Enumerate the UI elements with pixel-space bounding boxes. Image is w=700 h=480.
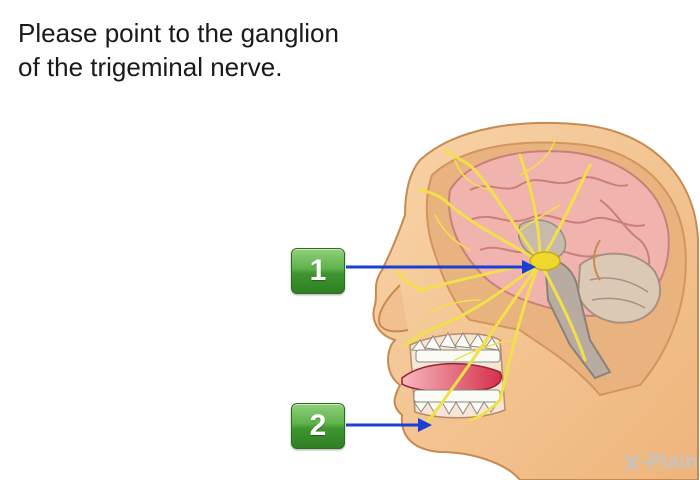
x-plain-logo-icon — [624, 454, 639, 471]
arrow-1 — [346, 260, 536, 274]
answer-2-label: 2 — [309, 409, 327, 442]
question-text: Please point to the ganglion of the trig… — [18, 16, 438, 84]
arrow-2 — [346, 418, 432, 432]
ear — [593, 239, 601, 281]
question-line-2: of the trigeminal nerve. — [18, 52, 283, 82]
question-line-1: Please point to the ganglion — [18, 18, 339, 48]
answer-2-button[interactable]: 2 — [291, 403, 345, 449]
cerebellum — [576, 252, 661, 324]
nerve-fine-branches — [429, 139, 561, 361]
nose — [378, 284, 409, 333]
trigeminal-ganglion — [529, 251, 561, 271]
answer-1-button[interactable]: 1 — [291, 248, 345, 294]
x-plain-logo: -Plain — [624, 451, 698, 474]
answer-1-label: 1 — [309, 254, 327, 287]
x-plain-logo-text: -Plain — [640, 451, 698, 473]
